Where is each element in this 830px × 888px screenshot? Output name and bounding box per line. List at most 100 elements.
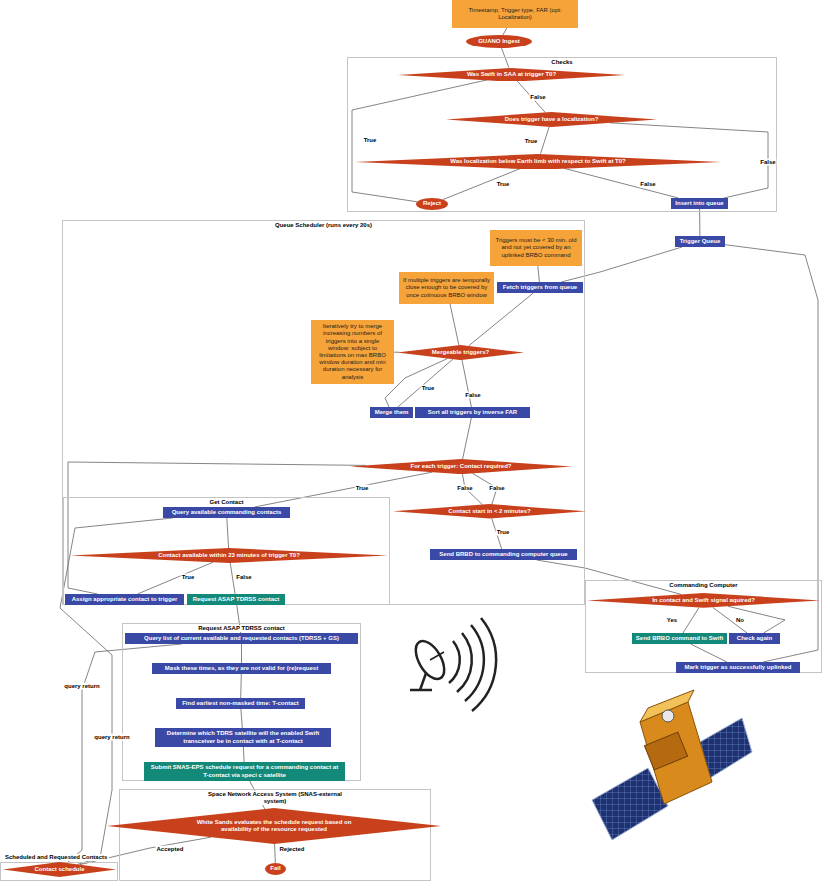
satellite-top	[640, 690, 694, 722]
connector	[241, 644, 242, 663]
connector	[443, 169, 520, 200]
edge-label: True	[421, 385, 436, 392]
terminal-ellipse: Reject	[416, 198, 447, 210]
decision-diamond: Was Swift in SAA at trigger T0?	[398, 68, 625, 82]
node-text: Query list of current available and requ…	[144, 635, 339, 642]
edge-label: False	[639, 181, 656, 188]
node-text: Query available commanding contacts	[172, 509, 282, 516]
connector	[683, 608, 699, 633]
process-box: Query available commanding contacts	[163, 507, 290, 518]
edge-label: True	[181, 574, 196, 581]
connector	[352, 80, 487, 202]
connector	[240, 674, 242, 698]
process-box: Request ASAP TDRSS contact	[187, 594, 285, 605]
connector	[450, 304, 459, 345]
connector	[60, 518, 173, 864]
diamond-outline	[587, 593, 820, 608]
node-text: Assign appropriate contact to trigger	[72, 596, 178, 603]
connector	[385, 359, 448, 408]
antenna-icon	[410, 618, 496, 711]
process-box: Mark trigger as successfully uplinked	[676, 662, 800, 673]
connector	[227, 518, 229, 548]
decision-diamond: Contact available within 23 minutes of t…	[70, 548, 388, 563]
node-text: If multiple triggers are temporally clos…	[402, 277, 491, 299]
node-text: Submit SNAS-EPS schedule request for a c…	[148, 764, 341, 778]
node-text: Contact start in < 2 minutes?	[448, 508, 531, 515]
node-text: Determine which TDRS satellite will the …	[159, 730, 327, 744]
node-text: Find earliest non-masked time: T-contact	[182, 700, 299, 707]
node-text: Was Swift in SAA at trigger T0?	[467, 71, 556, 78]
edge-label: False	[529, 94, 546, 101]
connector	[68, 462, 366, 594]
terminal-ellipse: Fail	[265, 863, 286, 875]
diamond-outline	[3, 862, 116, 877]
edge-label: False	[456, 485, 473, 492]
connector	[138, 562, 213, 594]
node-text: Fail	[270, 865, 280, 872]
node-text: Fetch triggers from queue	[503, 284, 577, 291]
process-box: Merge them	[370, 407, 413, 418]
diamond-outline	[107, 808, 441, 844]
radio-wave	[457, 633, 472, 692]
process-box: Insert into queue	[671, 198, 728, 209]
process-box: Determine which TDRS satellite will the …	[155, 728, 331, 746]
process-box: Submit SNAS-EPS schedule request for a c…	[144, 762, 345, 780]
connector	[699, 209, 700, 236]
edge-label: query return	[93, 734, 130, 741]
diamond-outline	[446, 112, 657, 127]
connector	[241, 709, 242, 728]
group-frame: Space Network Access System (SNAS-extern…	[119, 789, 431, 881]
radio-wave	[465, 625, 484, 701]
group-frame: Get ContactQuery available commanding co…	[63, 497, 390, 605]
node-text: Timestamp, Trigger type, FAR (opt: Local…	[455, 7, 575, 21]
node-text: Merge them	[375, 409, 409, 416]
group-frame: Request ASAP TDRSS contactQuery list of …	[122, 623, 361, 781]
node-text: Request ASAP TDRSS contact	[193, 596, 280, 603]
node-text: Sort all triggers by inverse FAR	[428, 409, 517, 416]
note-box: If multiple triggers are temporally clos…	[399, 272, 494, 304]
connector	[564, 168, 678, 198]
node-text: Iteratively try to merge increasing numb…	[314, 323, 391, 381]
edge-label: True	[524, 138, 539, 145]
edge-label: False	[488, 485, 505, 492]
connector	[398, 359, 453, 407]
group-frame: Queue Scheduler (runs every 20s)Triggers…	[62, 220, 585, 605]
process-box: Trigger Queue	[675, 236, 725, 247]
decision-diamond: Contact start in < 2 minutes?	[393, 504, 586, 519]
connector	[274, 844, 276, 863]
diamond-outline	[355, 154, 721, 170]
edge-label: True	[355, 485, 370, 492]
connector	[691, 644, 727, 662]
node-text: Mergeable triggers?	[432, 349, 489, 356]
edge-label: False	[235, 574, 252, 581]
group-heading: Scheduled and Requested Contacts	[3, 854, 109, 861]
process-box: Check again	[729, 633, 780, 644]
edge-label: Yes	[666, 617, 678, 624]
group-frame: Scheduled and Requested ContactsContact …	[0, 862, 118, 881]
edge-label: True	[496, 529, 511, 536]
node-text: Reject	[423, 200, 441, 207]
edge-label: False	[759, 159, 776, 166]
radio-wave	[472, 618, 496, 711]
edge-label: False	[464, 392, 481, 399]
process-box: Fetch triggers from queue	[497, 282, 583, 293]
antenna-base	[410, 689, 432, 692]
connector	[462, 360, 471, 407]
node-text: Mark trigger as successfully uplinked	[684, 664, 791, 671]
group-heading: Commanding Computer	[667, 582, 739, 589]
diamond-outline	[393, 504, 586, 519]
node-text: Contact schedule	[34, 866, 84, 873]
decision-diamond: Does trigger have a localization?	[446, 112, 657, 127]
process-box: Assign appropriate contact to trigger	[65, 594, 184, 605]
process-box: Send BRBO command to Swift	[632, 633, 727, 644]
note-box: Timestamp, Trigger type, FAR (opt: Local…	[452, 0, 578, 28]
node-text: Mask these times, as they are not valid …	[165, 665, 318, 672]
radio-wave	[449, 641, 460, 683]
process-box: Send BRBD to commanding computer queue	[430, 549, 577, 560]
process-box: Mask these times, as they are not valid …	[152, 663, 331, 674]
note-box: Triggers must be < 30 min. old and not y…	[490, 230, 582, 266]
group-heading: Get Contact	[207, 499, 245, 506]
connector	[503, 28, 507, 35]
